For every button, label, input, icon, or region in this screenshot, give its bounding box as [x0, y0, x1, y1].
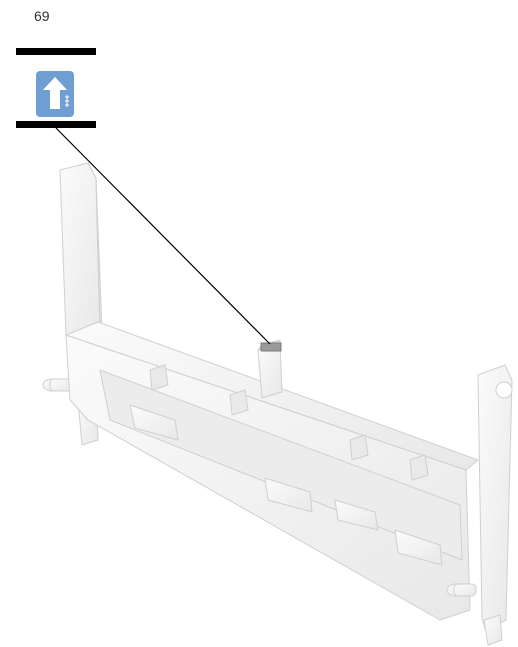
page-number: 69	[34, 8, 50, 24]
center-tab	[257, 343, 283, 399]
clip-1	[129, 404, 179, 441]
clip-4	[394, 529, 443, 566]
callout-bar-bottom	[16, 121, 96, 128]
rib-3	[349, 434, 369, 461]
callout-bar-top	[16, 48, 96, 55]
callout-content	[16, 55, 96, 121]
rib-2	[229, 389, 249, 416]
center-tab-marker	[260, 342, 282, 352]
rib-1	[149, 364, 169, 391]
right-post	[477, 364, 513, 631]
left-post	[59, 162, 101, 341]
clip-2	[264, 477, 313, 513]
callout-box	[16, 48, 96, 128]
up-arrow-icon	[36, 71, 74, 117]
clip-3	[334, 499, 379, 531]
right-post-hole	[495, 381, 513, 399]
rib-4	[409, 454, 429, 481]
right-post-foot	[483, 614, 503, 646]
